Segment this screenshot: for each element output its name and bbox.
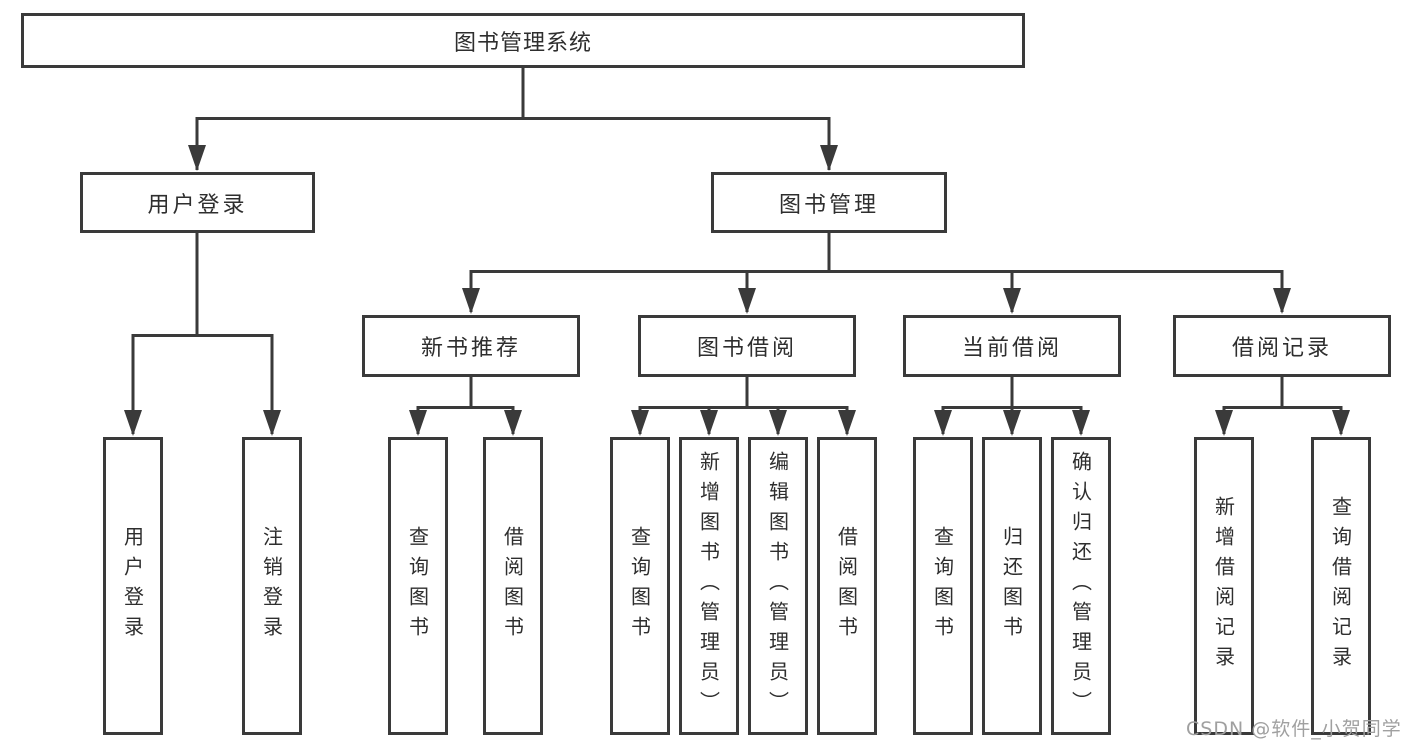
- leaf-query-books-recommend: 查询图书: [388, 437, 448, 735]
- connector-user-login-to-leaves: [131, 231, 274, 434]
- leaf-query-books-borrow-label: 查询图书: [627, 526, 652, 646]
- leaf-add-books-admin: 新增图书（管理员）: [679, 437, 739, 735]
- node-root-label: 图书管理系统: [453, 30, 592, 56]
- arrowheads: [124, 145, 1350, 436]
- leaf-borrow-books-recommend: 借阅图书: [483, 437, 543, 735]
- leaf-query-borrow-record: 查询借阅记录: [1311, 437, 1371, 735]
- leaf-return-books: 归还图书: [982, 437, 1042, 735]
- node-book-borrow: 图书借阅: [638, 315, 856, 377]
- node-new-book-recommend: 新书推荐: [362, 315, 580, 377]
- leaf-add-borrow-record-label: 新增借阅记录: [1211, 496, 1236, 676]
- leaf-query-books-current-label: 查询图书: [930, 526, 955, 646]
- leaf-borrow-books: 借阅图书: [817, 437, 877, 735]
- node-book-borrow-label: 图书借阅: [696, 336, 797, 361]
- leaf-edit-books-admin: 编辑图书（管理员）: [748, 437, 808, 735]
- leaf-user-login: 用户登录: [103, 437, 163, 735]
- leaf-logout-label: 注销登录: [259, 526, 284, 646]
- connector-borrow-records-to-leaves: [1222, 375, 1343, 434]
- node-book-management: 图书管理: [711, 172, 947, 233]
- leaf-query-books-borrow: 查询图书: [610, 437, 670, 735]
- connector-new-book-recommend-to-leaves: [416, 375, 515, 434]
- node-book-management-label: 图书管理: [778, 192, 879, 218]
- leaf-return-books-label: 归还图书: [999, 526, 1024, 646]
- leaf-user-login-label: 用户登录: [120, 526, 145, 646]
- leaf-confirm-return-admin-label: 确认归还（管理员）: [1068, 451, 1093, 721]
- leaf-edit-books-admin-label: 编辑图书（管理员）: [765, 451, 790, 721]
- leaf-borrow-books-recommend-label: 借阅图书: [500, 526, 525, 646]
- connector-book-borrow-to-leaves: [638, 375, 849, 434]
- node-user-login-label: 用户登录: [147, 192, 248, 218]
- node-current-borrow-label: 当前借阅: [961, 336, 1062, 361]
- leaf-add-borrow-record: 新增借阅记录: [1194, 437, 1254, 735]
- node-borrow-records-label: 借阅记录: [1231, 336, 1332, 361]
- leaf-confirm-return-admin: 确认归还（管理员）: [1051, 437, 1111, 735]
- connector-root-to-level2: [195, 68, 831, 170]
- node-new-book-recommend-label: 新书推荐: [420, 336, 521, 361]
- connector-book-management-to-level3: [469, 231, 1284, 312]
- leaf-query-books-recommend-label: 查询图书: [405, 526, 430, 646]
- leaf-logout: 注销登录: [242, 437, 302, 735]
- node-borrow-records: 借阅记录: [1173, 315, 1391, 377]
- leaf-borrow-books-label: 借阅图书: [834, 526, 859, 646]
- node-user-login: 用户登录: [80, 172, 315, 233]
- leaf-add-books-admin-label: 新增图书（管理员）: [696, 451, 721, 721]
- leaf-query-borrow-record-label: 查询借阅记录: [1328, 496, 1353, 676]
- node-root: 图书管理系统: [21, 13, 1025, 68]
- node-current-borrow: 当前借阅: [903, 315, 1121, 377]
- csdn-watermark: CSDN @软件_小贺同学: [1186, 718, 1402, 740]
- leaf-query-books-current: 查询图书: [913, 437, 973, 735]
